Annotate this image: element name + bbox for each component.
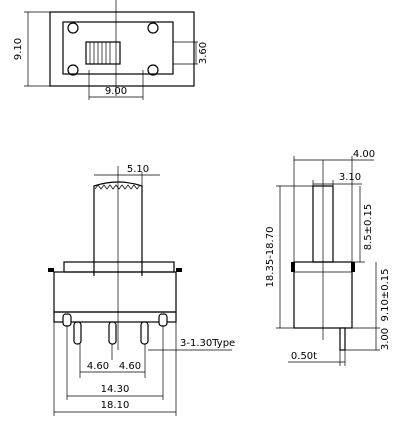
dim-top-width: 9.00 [105, 86, 127, 97]
dim-lever-width: 5.10 [127, 164, 149, 175]
dim-body-width: 18.10 [101, 400, 130, 411]
lever-knurl [94, 184, 141, 190]
cover-tab [48, 268, 54, 272]
front-view-body [53, 271, 177, 313]
front-view-terminal-pin [108, 321, 117, 345]
top-view-outer-body [49, 11, 195, 87]
front-view-terminal-pin [140, 321, 149, 345]
top-view-inner-frame [62, 21, 174, 75]
side-cover-tab [291, 262, 295, 272]
dim-side-pin-thickness: 0.50t [291, 351, 317, 362]
front-view-cover-plate [63, 261, 175, 273]
dim-slider-height: 3.60 [198, 42, 209, 64]
dim-side-total: 18.35-18.70 [265, 227, 276, 288]
side-cover-tab [351, 262, 355, 272]
dim-pin-pitch-left: 4.60 [87, 361, 109, 372]
top-view-slider [85, 41, 121, 65]
top-view-rivet [147, 64, 159, 76]
slider-ridges [89, 42, 111, 64]
front-view-mount-pin [62, 313, 72, 327]
front-view-base [53, 311, 177, 323]
dim-pin-pitch-right: 4.60 [119, 361, 141, 372]
top-view-rivet [147, 22, 159, 34]
dim-side-lever: 3.10 [339, 172, 361, 183]
side-view-pin [339, 327, 346, 351]
top-view: 9.10 3.60 9.00 [13, 0, 209, 100]
dim-side-pin-length: 3.00 [380, 328, 391, 350]
dim-top-height: 9.10 [13, 38, 24, 60]
dim-side-body-height: 9.10±0.15 [380, 269, 391, 322]
dim-side-lever-height: 8.5±0.15 [363, 204, 374, 251]
top-view-rivet [67, 22, 79, 34]
front-view-mount-pin [158, 313, 168, 327]
front-view: 5.10 4.60 4.60 14.30 18.10 3-1.30Type [48, 164, 235, 416]
top-view-rivet [67, 64, 79, 76]
front-view-terminal-pin [73, 321, 82, 345]
cover-tab [176, 268, 182, 272]
dim-pin-span: 14.30 [101, 384, 130, 395]
pin-note: 3-1.30Type [180, 338, 235, 349]
dim-side-overall: 4.00 [353, 149, 375, 160]
side-view: 4.00 3.10 18.35-18.70 8.5±0.15 9.10±0.15… [265, 149, 391, 366]
